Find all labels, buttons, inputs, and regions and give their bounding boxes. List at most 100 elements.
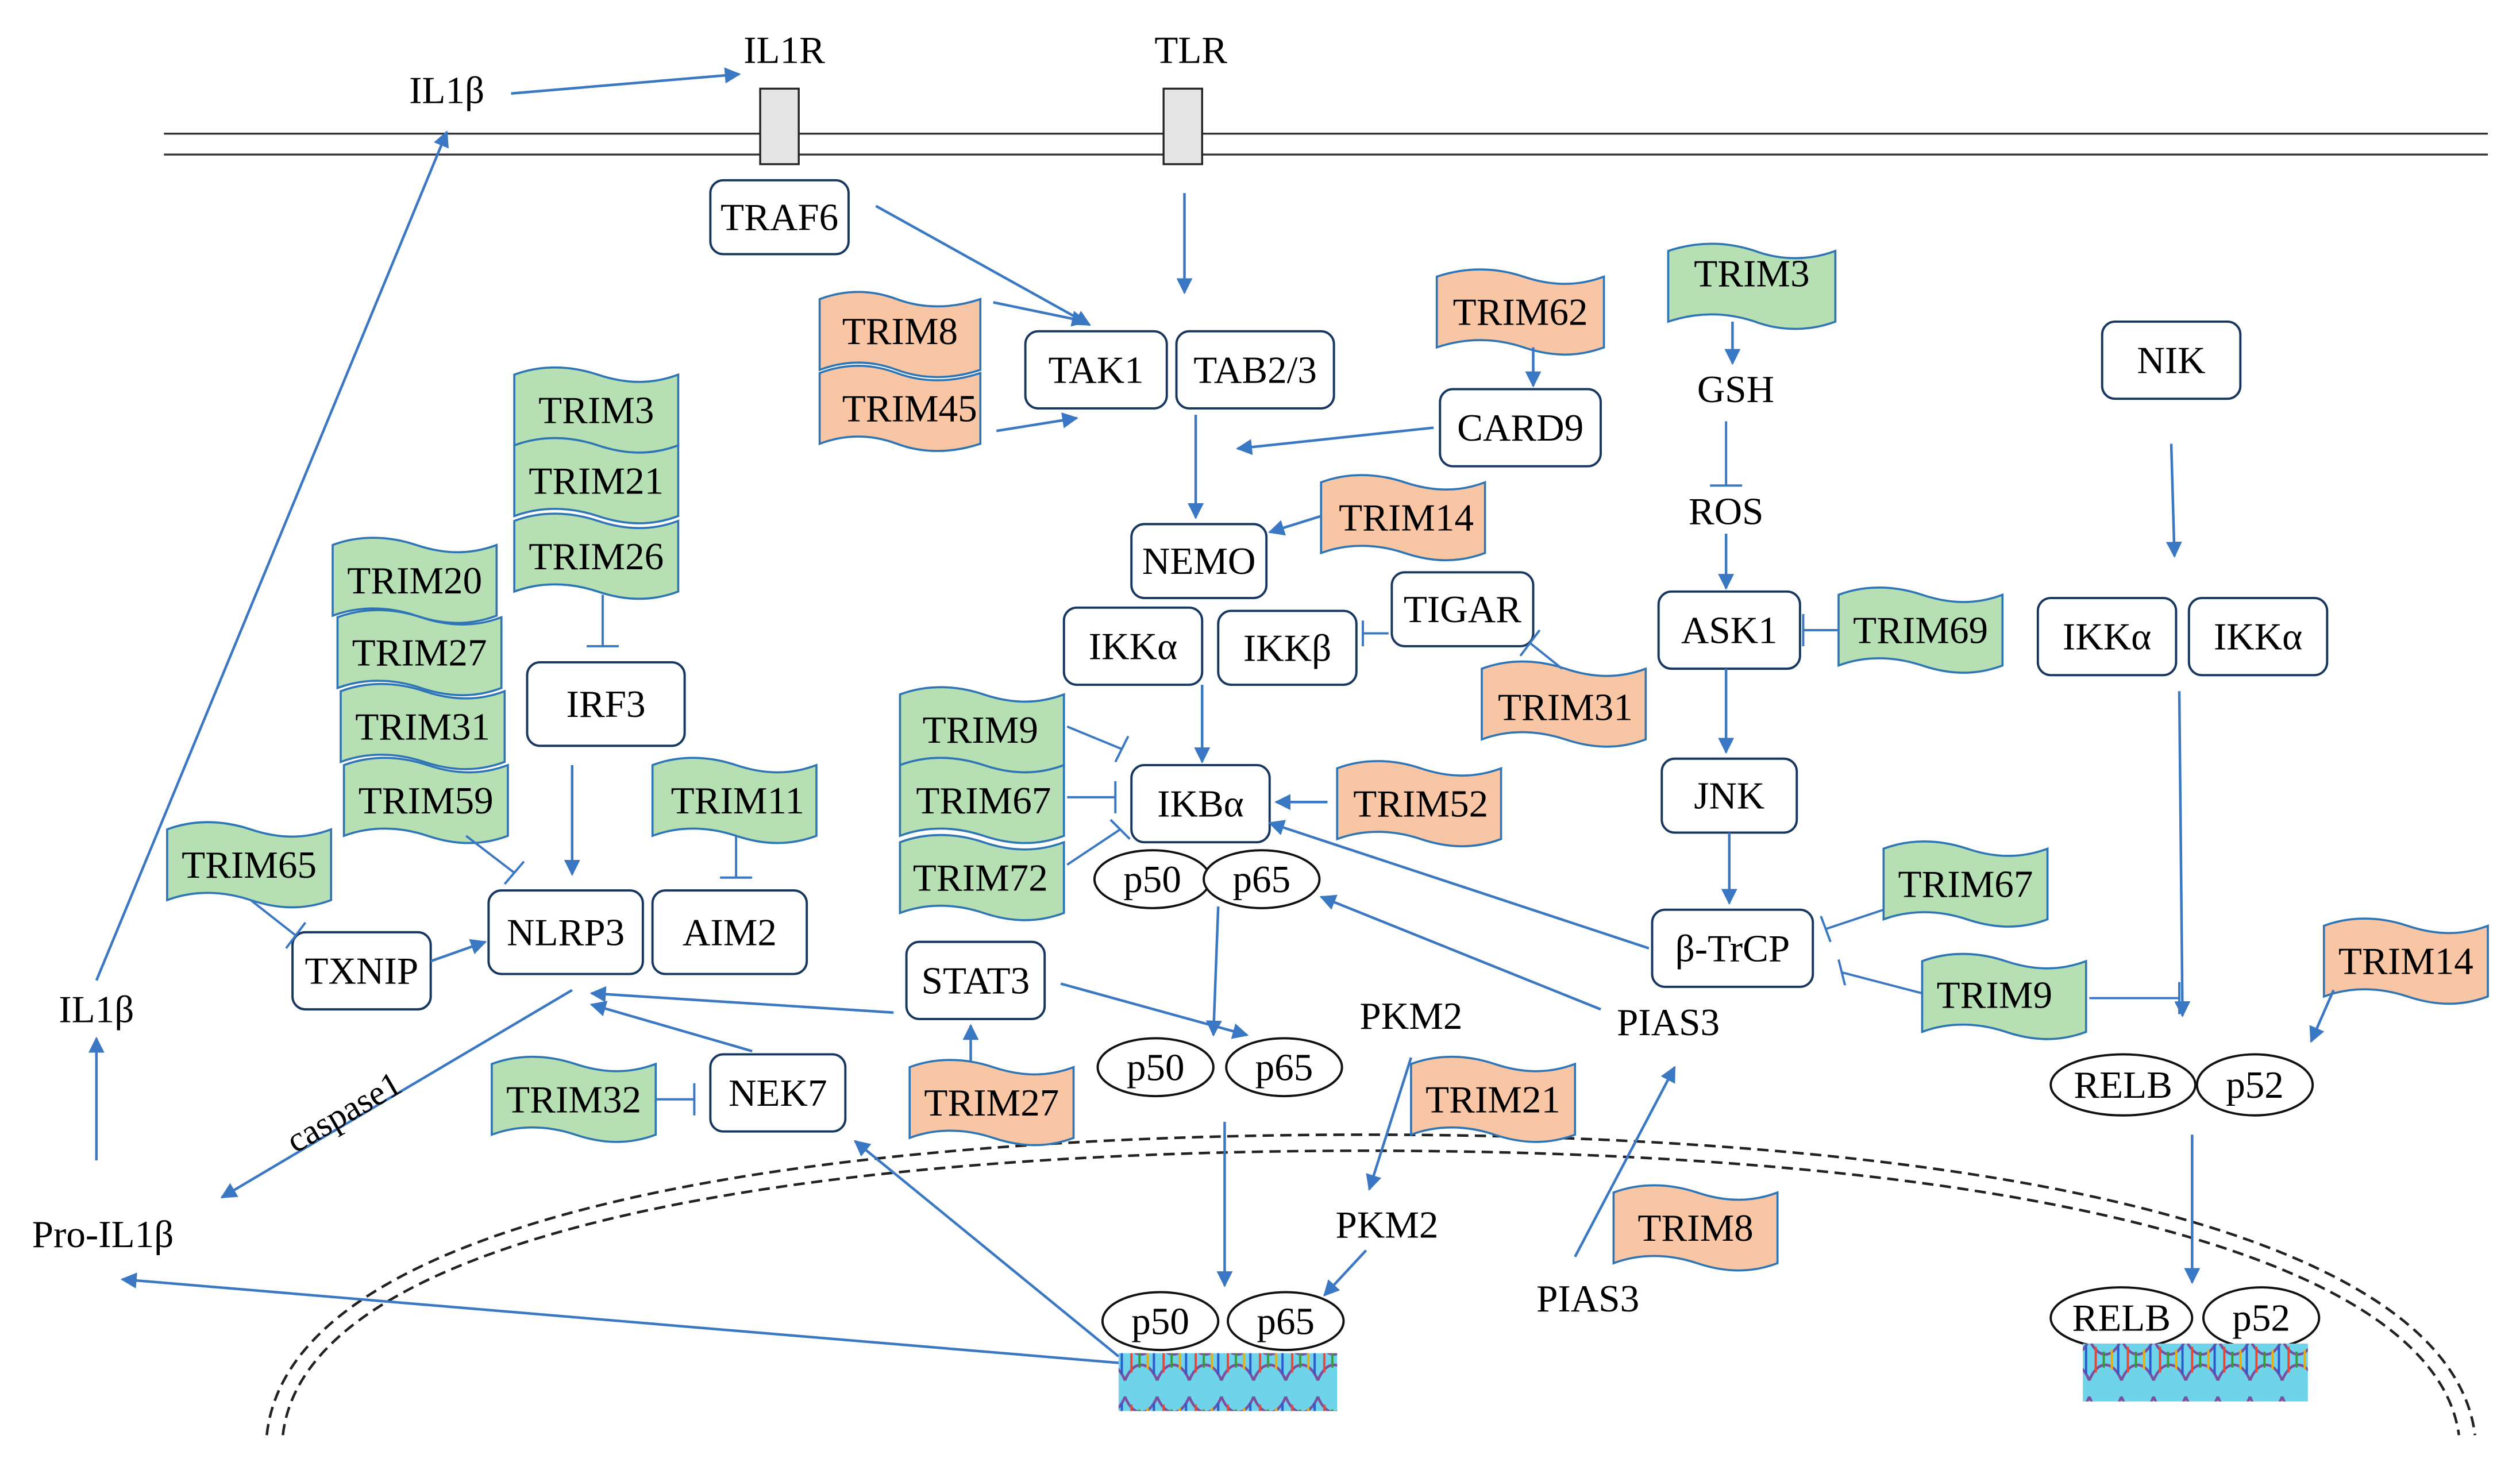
- trim21-left-shape: [513, 437, 680, 524]
- trim3-top-label: TRIM3: [1694, 252, 1809, 295]
- p52-a-ellipse: [2195, 1053, 2314, 1117]
- ikkb-box: [1217, 609, 1358, 686]
- p52-a-label: p52: [2226, 1063, 2284, 1106]
- trim32-shape: [491, 1055, 657, 1143]
- trim8-bottom-shape: [1612, 1184, 1779, 1272]
- jnk-label: JNK: [1694, 774, 1764, 817]
- traf6-label: TRAF6: [720, 196, 838, 239]
- ros-label: ROS: [1689, 489, 1764, 533]
- ask1-label: ASK1: [1681, 608, 1778, 651]
- p52-b-label: p52: [2232, 1296, 2290, 1340]
- nemo-box: [1130, 523, 1268, 600]
- activation-arrows: [88, 67, 2335, 1364]
- trim3-top-shape: [1667, 242, 1837, 330]
- nik-label: NIK: [2137, 339, 2205, 382]
- trim8-top-shape: [818, 291, 982, 379]
- trim31-right-label: TRIM31: [1498, 686, 1633, 729]
- trim8-top-label: TRIM8: [842, 310, 958, 353]
- trim14-right-shape: [2322, 917, 2489, 1005]
- trim3-left-label: TRIM3: [538, 388, 654, 431]
- inhibition-lines: [250, 421, 2180, 1116]
- ikka-r1-label: IKKα: [2063, 615, 2151, 658]
- btrcp-box: [1651, 908, 1814, 988]
- cell-membrane: [164, 132, 2488, 156]
- nlrp3-label: NLRP3: [507, 910, 625, 954]
- btrcp-label: β-TrCP: [1675, 927, 1790, 970]
- p65-a-label: p65: [1232, 858, 1290, 901]
- dna-helix-icon: [1118, 1353, 1338, 1411]
- caspase1-label: caspase1: [280, 1064, 408, 1160]
- nek7-box: [709, 1053, 847, 1133]
- trim14-mid-shape: [1320, 474, 1486, 562]
- trim67-left-shape: [899, 757, 1065, 844]
- trim20-shape: [332, 537, 498, 624]
- ikka-left-box: [1062, 606, 1204, 686]
- p50-c-label: p50: [1131, 1299, 1189, 1342]
- trim11-label: TRIM11: [671, 779, 804, 822]
- p50-b-label: p50: [1127, 1045, 1185, 1089]
- trim32-label: TRIM32: [506, 1078, 641, 1121]
- trim45-shape: [818, 365, 982, 452]
- trim27-left-shape: [336, 609, 503, 697]
- p50-b-ellipse: [1096, 1037, 1215, 1098]
- card9-label: CARD9: [1457, 406, 1583, 449]
- trim45-label: TRIM45: [842, 387, 977, 430]
- ikba-box: [1130, 763, 1271, 844]
- relb-b-label: RELB: [2072, 1296, 2171, 1340]
- relb-a-ellipse: [2049, 1053, 2197, 1117]
- il1b-left-label: IL1β: [59, 988, 134, 1031]
- tab23-label: TAB2/3: [1193, 348, 1317, 391]
- il1r-receptor: [759, 87, 800, 165]
- trim9-left-label: TRIM9: [923, 708, 1038, 751]
- trim31-left-label: TRIM31: [355, 705, 490, 748]
- p65-b-label: p65: [1255, 1045, 1313, 1089]
- ask1-box: [1657, 590, 1801, 670]
- card9-box: [1439, 388, 1602, 468]
- trim69-shape: [1837, 586, 2004, 674]
- p65-b-ellipse: [1225, 1037, 1343, 1098]
- traf6-box: [709, 179, 850, 256]
- pro-il1b-label: Pro-IL1β: [32, 1213, 174, 1256]
- nik-box: [2101, 320, 2242, 400]
- trim21-bottom-shape: [1410, 1055, 1577, 1143]
- dna-left: [1118, 1353, 1338, 1411]
- subunit-ellipses: [1093, 849, 2321, 1352]
- ikka-r2-label: IKKα: [2214, 615, 2302, 658]
- trim59-label: TRIM59: [359, 779, 494, 822]
- pkm2-cyto-label: PKM2: [1359, 994, 1462, 1037]
- irf3-box: [526, 661, 686, 747]
- dna-right: [2083, 1343, 2308, 1402]
- tigar-box: [1390, 571, 1535, 647]
- trim20-label: TRIM20: [347, 559, 482, 602]
- trim59-shape: [342, 757, 509, 844]
- relb-a-label: RELB: [2074, 1063, 2172, 1106]
- trim14-mid-label: TRIM14: [1339, 496, 1474, 539]
- trim8-bottom-label: TRIM8: [1637, 1206, 1753, 1249]
- ikka-r2-box: [2187, 597, 2329, 677]
- nuclear-envelope: [265, 1133, 2476, 1436]
- txnip-label: TXNIP: [305, 949, 419, 992]
- trim67-left-label: TRIM67: [916, 779, 1051, 822]
- trim-shapes: [166, 242, 2489, 1272]
- protein-boxes: [291, 179, 2329, 1133]
- p65-c-label: p65: [1257, 1299, 1315, 1342]
- tak1-label: TAK1: [1049, 348, 1144, 391]
- nemo-label: NEMO: [1142, 539, 1256, 582]
- ikkb-label: IKKβ: [1243, 626, 1331, 669]
- trim62-label: TRIM62: [1453, 291, 1588, 334]
- trim26-label: TRIM26: [529, 535, 664, 578]
- pkm2-nuc-label: PKM2: [1335, 1203, 1438, 1246]
- trim65-shape: [166, 821, 333, 909]
- irf3-label: IRF3: [567, 682, 646, 726]
- trim31-left-shape: [340, 682, 506, 770]
- trim69-label: TRIM69: [1853, 608, 1988, 651]
- gsh-label: GSH: [1697, 368, 1774, 411]
- trim14-right-label: TRIM14: [2338, 940, 2473, 983]
- nlrp3-box: [487, 889, 644, 975]
- pias3-cyto-label: PIAS3: [1617, 1001, 1720, 1044]
- trim72-shape: [899, 834, 1065, 921]
- tlr-receptor: [1162, 87, 1203, 165]
- tlr-label: TLR: [1154, 29, 1227, 72]
- trim27-bottom-shape: [908, 1059, 1075, 1147]
- ikba-label: IKBα: [1157, 782, 1244, 825]
